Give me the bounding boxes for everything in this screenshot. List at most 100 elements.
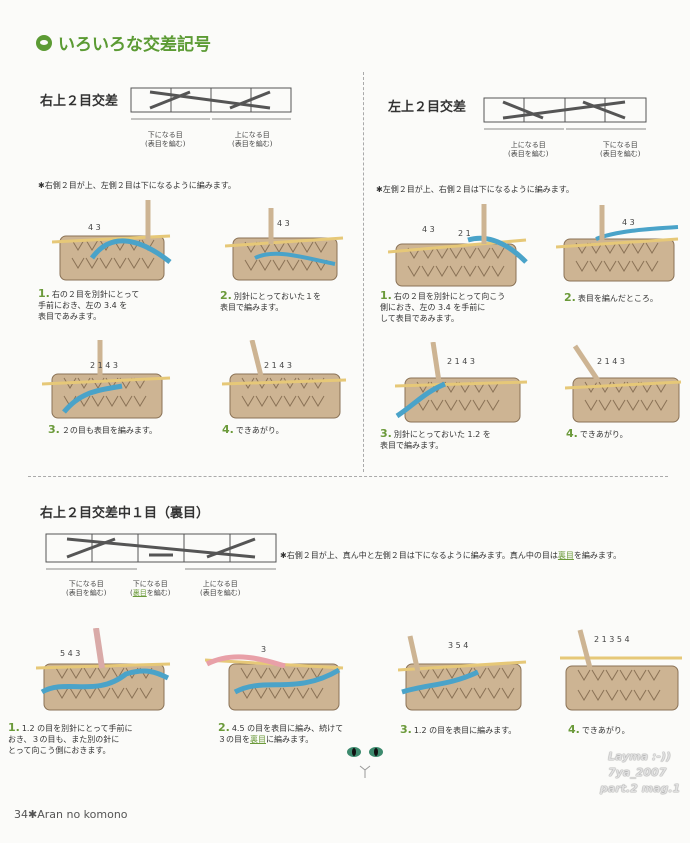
footer-text: Aran no komono — [37, 808, 128, 821]
purl-sub: を編む) — [146, 589, 171, 597]
section1-label-right: 上になる目 (表目を編む) — [232, 131, 273, 148]
label-under: 下になる目 — [132, 580, 168, 588]
section1-step3: 3.２の目も表目を編みます。 — [48, 424, 157, 436]
svg-text:2 1 4 3: 2 1 4 3 — [597, 357, 625, 366]
step-text: できあがり。 — [579, 430, 628, 439]
section2-note-text: 左側２目が上、右側２目は下になるように編みます。 — [382, 185, 574, 194]
section2-label-left: 上になる目 (表目を編む) — [508, 141, 549, 158]
step-text: 表目を編んだところ。 — [577, 294, 658, 303]
page-title: いろいろな交差記号 — [36, 30, 211, 55]
step-number: 2. — [220, 289, 232, 302]
section3-label-mid: 下になる目 (裏目を編む) — [130, 580, 170, 598]
step-highlight: 裏目 — [250, 735, 266, 744]
section3-chart — [45, 533, 277, 570]
step-text: できあがり。 — [581, 726, 630, 735]
section1-heading: 右上２目交差 — [40, 94, 119, 109]
section1-step2: 2.別針にとっておいた１を 表目で編みます。 — [220, 290, 321, 313]
svg-text:2 1 3 5 4: 2 1 3 5 4 — [594, 635, 630, 644]
step-number: 1. — [38, 287, 50, 300]
section1-note-text: 右側２目が上、左側２目は下になるように編みます。 — [44, 181, 236, 190]
section3-label-left: 下になる目 (表目を編む) — [66, 580, 107, 597]
step-text-post: に編みます。 — [266, 735, 314, 744]
section2-step3-illustration: 2 1 4 3 — [395, 342, 528, 423]
step-number: 1. — [380, 289, 392, 302]
page-title-text: いろいろな交差記号 — [58, 35, 211, 55]
section1-step1: 1.右の２目を別針にとって 手前におき、左の 3.4 を 表目であみます。 — [38, 288, 139, 322]
section2-step1: 1.右の２目を別針にとって向こう 側におき、左の 3.4 を手前に して表目であ… — [380, 290, 505, 324]
section2-step2-illustration: 4 3 — [556, 205, 679, 282]
section1-step2-illustration: 4 3 — [225, 208, 344, 281]
step-text: 右の２目を別針にとって 手前におき、左の 3.4 を 表目であみます。 — [38, 290, 140, 321]
section3-step1-illustration: 5 4 3 — [36, 628, 171, 711]
label-purl: (裏目を編む) — [130, 589, 171, 597]
signature-line1: Layma :-)) — [608, 750, 671, 763]
step-text: 1.2 の目を別針にとって手前に おき、３の目も、また別の針に とって向こう側に… — [8, 724, 133, 755]
section3-step4: 4.できあがり。 — [568, 724, 630, 736]
svg-text:3 5 4: 3 5 4 — [448, 641, 468, 650]
svg-text:3: 3 — [261, 645, 266, 654]
vertical-divider — [363, 72, 364, 472]
step-text: 4.5 の目を表目に編み、続けて ３の目を — [218, 724, 344, 744]
section1-note: ✱右側２目が上、左側２目は下になるように編みます。 — [38, 180, 236, 191]
step-number: 3. — [48, 423, 60, 436]
svg-text:2 1 4 3: 2 1 4 3 — [264, 361, 292, 370]
section2-note: ✱左側２目が上、右側２目は下になるように編みます。 — [376, 184, 574, 195]
section3-step3-illustration: 3 5 4 — [398, 635, 527, 711]
step-number: 3. — [380, 427, 392, 440]
step-number: 2. — [218, 721, 230, 734]
cross-icon: ✱ — [38, 181, 45, 190]
svg-text:4 3: 4 3 — [622, 218, 635, 227]
section3-step1: 1.1.2 の目を別針にとって手前に おき、３の目も、また別の針に とって向こう… — [8, 722, 132, 756]
note-post: を編みます。 — [573, 551, 622, 560]
svg-text:2 1: 2 1 — [458, 229, 471, 238]
page-footer: 34✱Aran no komono — [14, 808, 128, 821]
section3-label-right: 上になる目 (表目を編む) — [200, 580, 241, 597]
section1-step4: 4.できあがり。 — [222, 424, 284, 436]
step-text: 1.2 の目を表目に編みます。 — [413, 726, 517, 735]
note-highlight: 裏目 — [557, 551, 574, 560]
horizontal-divider — [28, 476, 668, 477]
svg-text:4 3: 4 3 — [277, 219, 290, 228]
note-pre: 右側２目が上、真ん中と左側２目は下になるように編みます。真ん中の目は — [286, 551, 558, 560]
section3-heading: 右上２目交差中１目（裏目） — [40, 506, 210, 521]
star-icon: ✱ — [28, 808, 38, 821]
step-number: 3. — [400, 723, 412, 736]
step-number: 2. — [564, 291, 576, 304]
step-text: できあがり。 — [235, 426, 284, 435]
section2-step2: 2.表目を編んだところ。 — [564, 292, 658, 304]
signature-line2: 7ya_2007 — [608, 766, 667, 779]
step-number: 4. — [566, 427, 578, 440]
step-number: 1. — [8, 721, 20, 734]
section2-step3: 3.別針にとっておいた 1.2 を 表目で編みます。 — [380, 428, 491, 451]
step-text: ２の目も表目を編みます。 — [61, 426, 158, 435]
section3-step2-illustration: 3 — [205, 645, 344, 711]
section2-heading: 左上２目交差 — [388, 100, 467, 115]
section2-label-right: 下になる目 (表目を編む) — [600, 141, 641, 158]
svg-text:2 1 4 3: 2 1 4 3 — [90, 361, 118, 370]
purl-text: 裏目 — [132, 589, 147, 597]
section2-chart — [483, 97, 647, 130]
step-text: 別針にとっておいた 1.2 を 表目で編みます。 — [380, 430, 491, 450]
step-number: 4. — [568, 723, 580, 736]
cross-icon: ✱ — [280, 551, 287, 560]
section3-step2: 2.4.5 の目を表目に編み、続けて ３の目を裏目に編みます。 — [218, 722, 343, 745]
signature-line3: part.2 mag.1 — [600, 782, 681, 795]
step-number: 4. — [222, 423, 234, 436]
svg-text:2 1 4 3: 2 1 4 3 — [447, 357, 475, 366]
step-text: 右の２目を別針にとって向こう 側におき、左の 3.4 を手前に して表目であみま… — [380, 292, 506, 323]
step-text: 別針にとっておいた１を 表目で編みます。 — [220, 292, 321, 312]
cross-icon: ✱ — [376, 185, 383, 194]
section3-step4-illustration: 2 1 3 5 4 — [560, 629, 682, 711]
section1-step3-illustration: 2 1 4 3 — [42, 340, 171, 419]
section3-step3: 3.1.2 の目を表目に編みます。 — [400, 724, 516, 736]
section1-step4-illustration: 2 1 4 3 — [222, 340, 347, 419]
section3-note: ✱右側２目が上、真ん中と左側２目は下になるように編みます。真ん中の目は裏目を編み… — [280, 550, 621, 561]
svg-text:5 4 3: 5 4 3 — [60, 649, 80, 658]
section1-step1-illustration: 4 3 — [52, 200, 172, 281]
cat-watermark-icon — [347, 747, 383, 778]
section2-step4-illustration: 2 1 4 3 — [565, 344, 682, 423]
page-number: 34 — [14, 808, 28, 821]
section1-chart — [130, 87, 292, 120]
section2-step4: 4.できあがり。 — [566, 428, 628, 440]
section1-label-left: 下になる目 (表目を編む) — [145, 131, 186, 148]
